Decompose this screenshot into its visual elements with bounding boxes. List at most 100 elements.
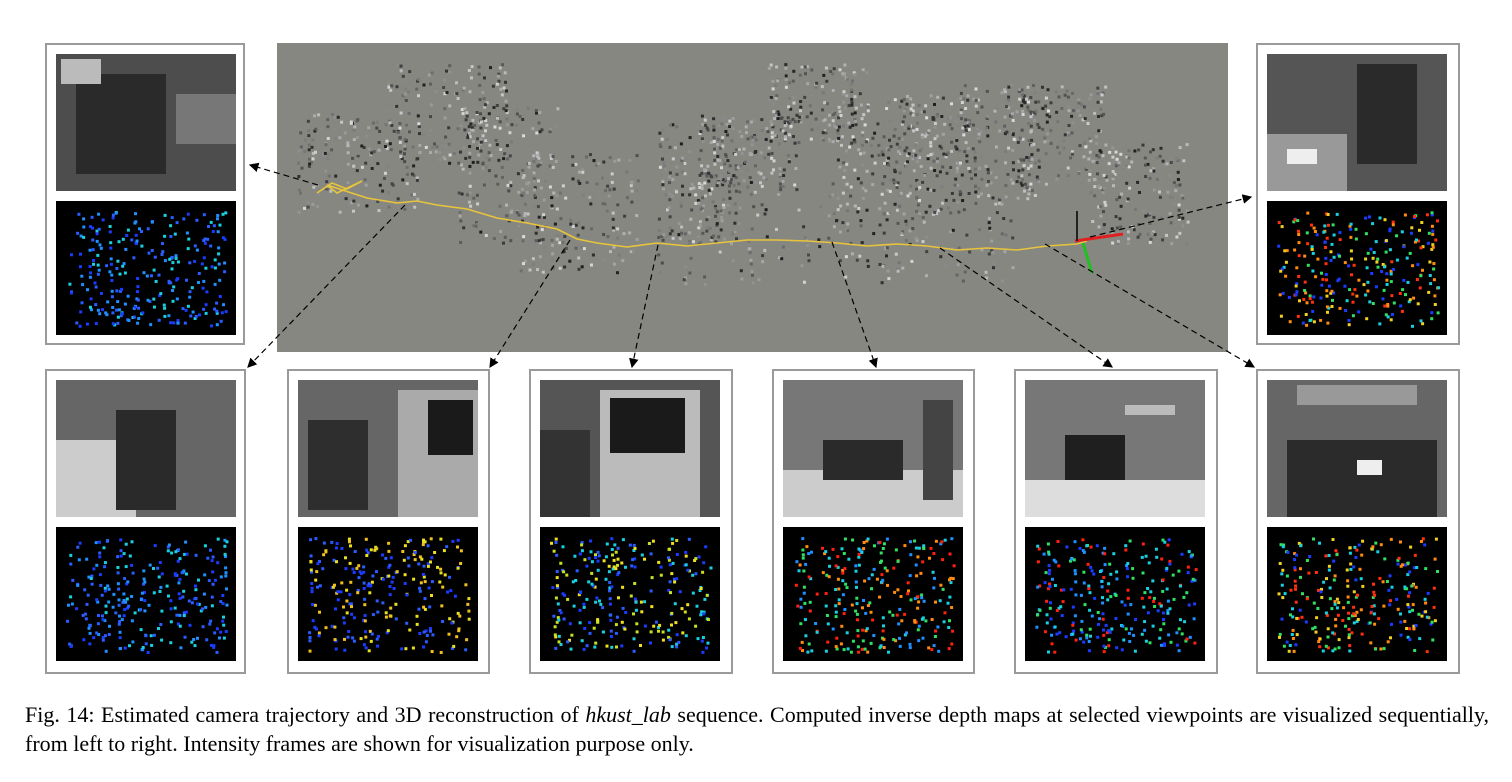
cloud-point xyxy=(404,99,408,102)
depth-point xyxy=(551,586,555,590)
depth-point xyxy=(562,570,566,574)
cloud-point xyxy=(809,111,813,115)
cloud-point xyxy=(715,222,719,226)
cloud-point xyxy=(712,117,716,121)
depth-point xyxy=(557,618,561,622)
cloud-point xyxy=(987,252,991,256)
depth-point xyxy=(1101,551,1105,555)
cloud-point xyxy=(635,237,639,241)
depth-point xyxy=(917,600,921,604)
cloud-point xyxy=(1076,109,1080,113)
cloud-point xyxy=(1111,160,1115,164)
cloud-point xyxy=(568,259,572,263)
depth-point xyxy=(1421,268,1424,272)
cloud-point xyxy=(723,179,727,183)
depth-point xyxy=(1115,646,1119,650)
cloud-point xyxy=(905,146,909,150)
cloud-point xyxy=(903,115,906,119)
depth-point xyxy=(1308,319,1312,322)
cloud-point xyxy=(485,123,489,127)
depth-point xyxy=(1322,580,1326,584)
depth-point xyxy=(217,262,221,266)
cloud-point xyxy=(980,248,984,252)
cloud-point xyxy=(307,134,311,138)
cloud-point xyxy=(556,107,560,111)
depth-point xyxy=(930,648,934,652)
depth-point xyxy=(95,598,99,602)
depth-point xyxy=(1349,567,1353,571)
cloud-point xyxy=(509,239,513,243)
cloud-point xyxy=(920,133,924,137)
depth-point xyxy=(1335,212,1339,216)
depth-point xyxy=(684,634,688,638)
cloud-point xyxy=(477,65,481,69)
depth-point xyxy=(1384,239,1388,243)
depth-point xyxy=(670,645,674,649)
depth-point xyxy=(125,234,129,237)
cloud-point xyxy=(1062,139,1066,143)
cloud-point xyxy=(577,256,581,260)
cloud-point xyxy=(1056,120,1060,124)
cloud-point xyxy=(563,265,567,269)
cloud-point xyxy=(478,83,482,87)
cloud-point xyxy=(1170,195,1174,199)
cloud-point xyxy=(799,120,803,124)
cloud-point xyxy=(495,118,499,122)
depth-point xyxy=(450,621,454,625)
cloud-point xyxy=(1000,202,1004,206)
depth-point xyxy=(1403,585,1407,589)
depth-point xyxy=(167,281,171,285)
depth-point xyxy=(362,570,366,574)
cloud-point xyxy=(1025,97,1028,101)
depth-point xyxy=(1291,628,1295,632)
cloud-point xyxy=(853,168,857,172)
cloud-point xyxy=(965,233,969,237)
cloud-point xyxy=(505,214,508,218)
cloud-point xyxy=(896,221,900,225)
cloud-point xyxy=(526,183,530,187)
depth-point xyxy=(1316,607,1320,610)
depth-point xyxy=(1312,226,1316,230)
cloud-point xyxy=(504,80,507,84)
depth-point xyxy=(216,561,220,565)
depth-point xyxy=(158,590,162,593)
cloud-point xyxy=(578,170,581,174)
cloud-point xyxy=(747,239,751,243)
depth-point xyxy=(1377,617,1381,621)
depth-point xyxy=(1332,291,1335,295)
cloud-point xyxy=(337,168,341,172)
cloud-point xyxy=(1029,110,1033,114)
depth-point xyxy=(160,609,164,613)
cloud-point xyxy=(417,77,420,81)
cloud-point xyxy=(1032,84,1035,87)
cloud-point xyxy=(729,178,733,182)
cloud-point xyxy=(497,72,501,76)
cloud-point xyxy=(1093,185,1097,189)
depth-point xyxy=(1436,219,1439,223)
depth-point xyxy=(210,595,214,599)
cloud-point xyxy=(907,124,911,128)
cloud-point xyxy=(1133,186,1137,190)
cloud-point xyxy=(816,126,820,130)
depth-point xyxy=(632,649,636,653)
depth-point xyxy=(310,590,314,594)
cloud-point xyxy=(1111,170,1115,173)
depth-point xyxy=(1346,579,1350,583)
cloud-point xyxy=(1055,110,1059,114)
cloud-point xyxy=(604,189,608,193)
depth-point xyxy=(206,237,210,241)
cloud-point xyxy=(692,186,696,190)
depth-point xyxy=(1286,550,1290,554)
depth-point xyxy=(668,580,672,584)
depth-point xyxy=(883,566,887,570)
depth-point xyxy=(1099,570,1102,573)
cloud-point xyxy=(816,120,819,124)
cloud-point xyxy=(987,194,991,198)
depth-point xyxy=(1305,231,1309,235)
depth-point xyxy=(105,264,109,268)
depth-point xyxy=(185,278,188,282)
cloud-point xyxy=(472,224,476,228)
cloud-point xyxy=(797,141,801,145)
depth-point xyxy=(77,212,81,216)
cloud-point xyxy=(478,121,481,125)
